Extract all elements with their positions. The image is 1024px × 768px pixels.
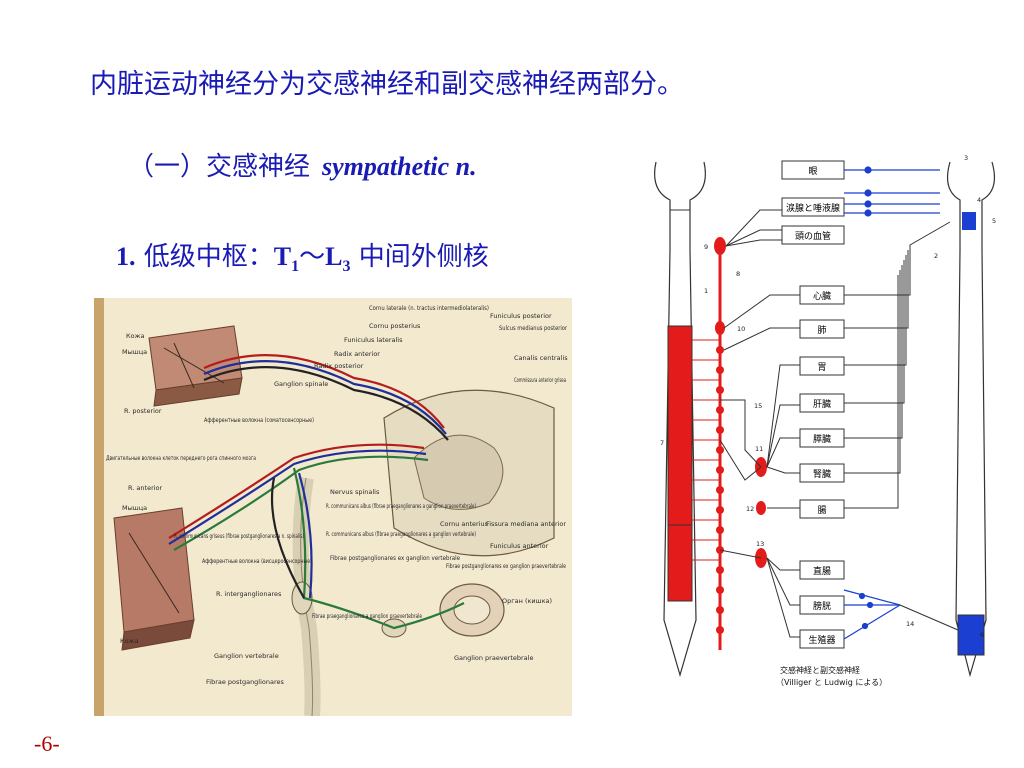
slide-title: 内脏运动神经分为交感神经和副交感神经两部分。 xyxy=(90,69,684,100)
label-muscle-top: Мышца xyxy=(122,348,147,356)
num-11: 11 xyxy=(755,445,763,453)
caption-line-1: 交感神経と副交感神経 xyxy=(780,665,860,675)
sympathetic-chain xyxy=(714,237,726,650)
organ-liver: 肝臓 xyxy=(813,399,831,410)
spinal-cord-illustration: Кожа Мышца R. posterior Двигательные вол… xyxy=(94,298,572,716)
sympathetic-segment xyxy=(667,325,693,602)
diagram-numbers: 1 2 3 4 5 6 7 8 9 10 11 12 13 14 15 xyxy=(660,154,996,639)
spinal-cord-left xyxy=(654,161,706,678)
point-text-a: 低级中枢： xyxy=(143,242,274,272)
num-4: 4 xyxy=(977,196,981,204)
num-8: 8 xyxy=(736,270,740,278)
point-T-sub: 1 xyxy=(291,258,300,276)
num-1: 1 xyxy=(704,287,708,295)
point-T: T xyxy=(273,242,292,271)
num-13: 13 xyxy=(756,540,764,548)
organ-intestine: 腸 xyxy=(817,505,826,516)
label-organ: Орган (кишка) xyxy=(502,597,552,605)
label-funiculus-anterior: Funiculus anterior xyxy=(490,542,549,550)
label-ganglion-spinale: Ganglion spinale xyxy=(274,380,328,388)
organ-bladder: 膀胱 xyxy=(813,600,831,612)
label-afferent-visc: Афферентные волокна (висцеросенсорные) xyxy=(202,557,312,565)
skin-muscle-block-bottom xyxy=(113,507,195,651)
label-cornu-posterius: Cornu posterius xyxy=(369,322,421,330)
label-r-comm-albus: R. communicans albus (fibrae praeganglio… xyxy=(326,502,476,510)
postganglionic-lines xyxy=(719,209,800,638)
nerve-fibers xyxy=(168,354,465,630)
label-cornu-laterale: Cornu laterale (n. tractus intermediolat… xyxy=(369,304,489,312)
label-radix-posterior: Radix posterior xyxy=(314,362,364,370)
spinal-cord-segment xyxy=(383,389,555,557)
label-fibrae-postganglionares: Fibrae postganglionares xyxy=(206,678,285,686)
num-9: 9 xyxy=(704,243,708,251)
organ-pancreas: 膵臓 xyxy=(813,434,831,445)
autonomic-diagram: 眼 涙腺と唾液腺 頭の血管 心臓 肺 胃 肝臓 膵臓 腎臓 腸 直腸 膀胱 生殖… xyxy=(654,154,996,687)
label-r-anterior: R. anterior xyxy=(128,484,163,492)
point-sep: ～ xyxy=(299,242,326,272)
label-fissura: Fissura mediana anterior xyxy=(486,520,566,528)
label-r-comm-albus-2: R. communicans albus (fibrae praeganglio… xyxy=(326,530,476,538)
organ-glands: 涙腺と唾液腺 xyxy=(786,202,840,214)
label-afferent-soma: Афферентные волокна (соматосенсорные) xyxy=(204,416,314,424)
diagram-caption: 交感神経と副交感神経 （Villiger と Ludwig による） xyxy=(776,665,887,687)
organ-list: 眼 涙腺と唾液腺 頭の血管 心臓 肺 胃 肝臓 膵臓 腎臓 腸 直腸 膀胱 生殖… xyxy=(781,160,845,649)
point-text-b: 中间外侧核 xyxy=(350,242,489,272)
num-15: 15 xyxy=(754,402,762,410)
parasympathetic-cranial xyxy=(962,212,976,230)
organ-kidney: 腎臓 xyxy=(813,469,831,480)
num-7: 7 xyxy=(660,439,664,447)
num-5: 5 xyxy=(992,217,996,225)
label-fibrae-post-2: Fibrae postganglionares ex ganglion prae… xyxy=(446,562,566,570)
label-skin-bottom: Кожа xyxy=(120,637,138,645)
organ-rectum: 直腸 xyxy=(813,565,831,577)
organ-stomach: 胃 xyxy=(817,362,826,373)
point-lower-center: 1. 低级中枢：T1～L3 中间外侧核 xyxy=(116,236,489,276)
organ-lung: 肺 xyxy=(817,325,826,336)
label-skin-top: Кожа xyxy=(126,332,144,340)
label-r-posterior: R. posterior xyxy=(124,407,162,415)
parasympathetic-fibers xyxy=(843,166,940,640)
point-L: L xyxy=(325,242,343,271)
organ-genitals: 生殖器 xyxy=(808,634,835,646)
book-edge xyxy=(94,298,104,716)
section-heading-zh: （一）交感神经 xyxy=(128,152,311,182)
point-number: 1. xyxy=(116,242,136,271)
label-ganglion-vertebrale: Ganglion vertebrale xyxy=(214,652,279,660)
label-ganglion-praevertebrale: Ganglion praevertebrale xyxy=(454,654,533,662)
label-fibrae-prae: Fibrae praeganglionares a ganglion praev… xyxy=(312,612,422,620)
section-heading: （一）交感神经 sympathetic n. xyxy=(128,146,477,183)
label-muscle-bottom: Мышца xyxy=(122,504,147,512)
section-heading-en: sympathetic n. xyxy=(322,152,477,181)
label-fibrae-post: Fibrae postganglionares ex ganglion vert… xyxy=(330,554,460,562)
label-r-interganglionares: R. interganglionares xyxy=(216,590,282,598)
label-commissura: Commissura anterior grisea xyxy=(514,376,566,384)
label-sulcus: Sulcus medianus posterior xyxy=(499,324,567,332)
parasympathetic-sacral xyxy=(957,614,985,656)
caption-line-2: （Villiger と Ludwig による） xyxy=(776,678,887,687)
vagus-lines xyxy=(844,221,959,631)
num-12: 12 xyxy=(746,505,754,513)
sympathetic-trunk xyxy=(291,476,407,716)
num-2: 2 xyxy=(934,252,938,260)
page-number: -6- xyxy=(34,731,60,756)
label-motor-fibers: Двигательные волокна клеток переднего ро… xyxy=(106,454,256,462)
num-10: 10 xyxy=(737,325,745,333)
label-funiculus-lateralis: Funiculus lateralis xyxy=(344,336,403,344)
organ-head-vessels: 頭の血管 xyxy=(795,230,831,242)
label-nervus-spinalis: Nervus spinalis xyxy=(330,488,380,496)
label-cornu-anterius: Cornu anterius xyxy=(440,520,489,528)
sympathetic-fibers xyxy=(692,339,720,561)
num-14: 14 xyxy=(906,620,914,628)
label-r-comm-griseus: R. communicans griseus (fibrae postgangl… xyxy=(174,532,304,540)
label-funiculus-posterior: Funiculus posterior xyxy=(490,312,552,320)
label-radix-anterior: Radix anterior xyxy=(334,350,380,358)
organ-heart: 心臓 xyxy=(813,291,831,302)
point-L-sub: 3 xyxy=(342,258,351,276)
prevertebral-ganglia xyxy=(755,457,767,568)
spinal-cord-right xyxy=(947,161,995,678)
num-3: 3 xyxy=(964,154,968,162)
label-canalis: Canalis centralis xyxy=(514,354,568,362)
num-6: 6 xyxy=(980,631,984,639)
organ-eye: 眼 xyxy=(808,166,817,177)
